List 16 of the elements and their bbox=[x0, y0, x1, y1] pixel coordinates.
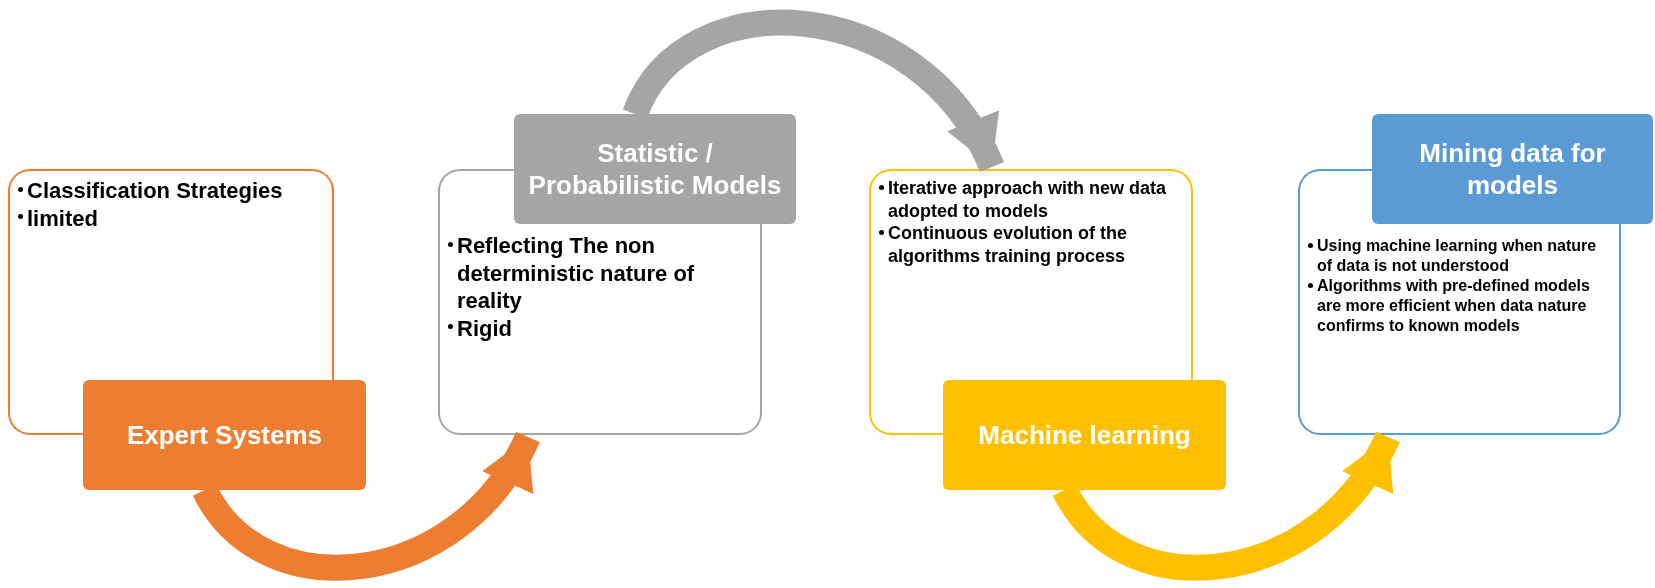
title-box: Expert Systems bbox=[83, 380, 366, 490]
title-box: Machine learning bbox=[943, 380, 1226, 490]
title-box: Mining data for models bbox=[1372, 114, 1653, 224]
bullet-text: Using machine learning when nature of data is not understood bbox=[1317, 236, 1598, 276]
bullet-text: Continuous evolution of the algorithms training process bbox=[888, 222, 1128, 267]
content-box bbox=[8, 169, 334, 380]
bullet-text: Reflecting The non deterministic nature of reality bbox=[457, 232, 696, 315]
bullet-text: Rigid bbox=[457, 314, 512, 342]
bullet-text: limited bbox=[27, 204, 98, 232]
bullet-text: Classification Strategies bbox=[27, 177, 283, 205]
bullet-text: Iterative approach with new data adopted to models bbox=[888, 177, 1168, 222]
title-box: Statistic / Probabilistic Models bbox=[514, 114, 796, 224]
bullet-text: Algorithms with pre-defined models are more efficient when data nature confirms to known models bbox=[1317, 276, 1591, 336]
content-box bbox=[1298, 224, 1621, 435]
content-box bbox=[438, 224, 762, 435]
content-box bbox=[869, 169, 1193, 380]
